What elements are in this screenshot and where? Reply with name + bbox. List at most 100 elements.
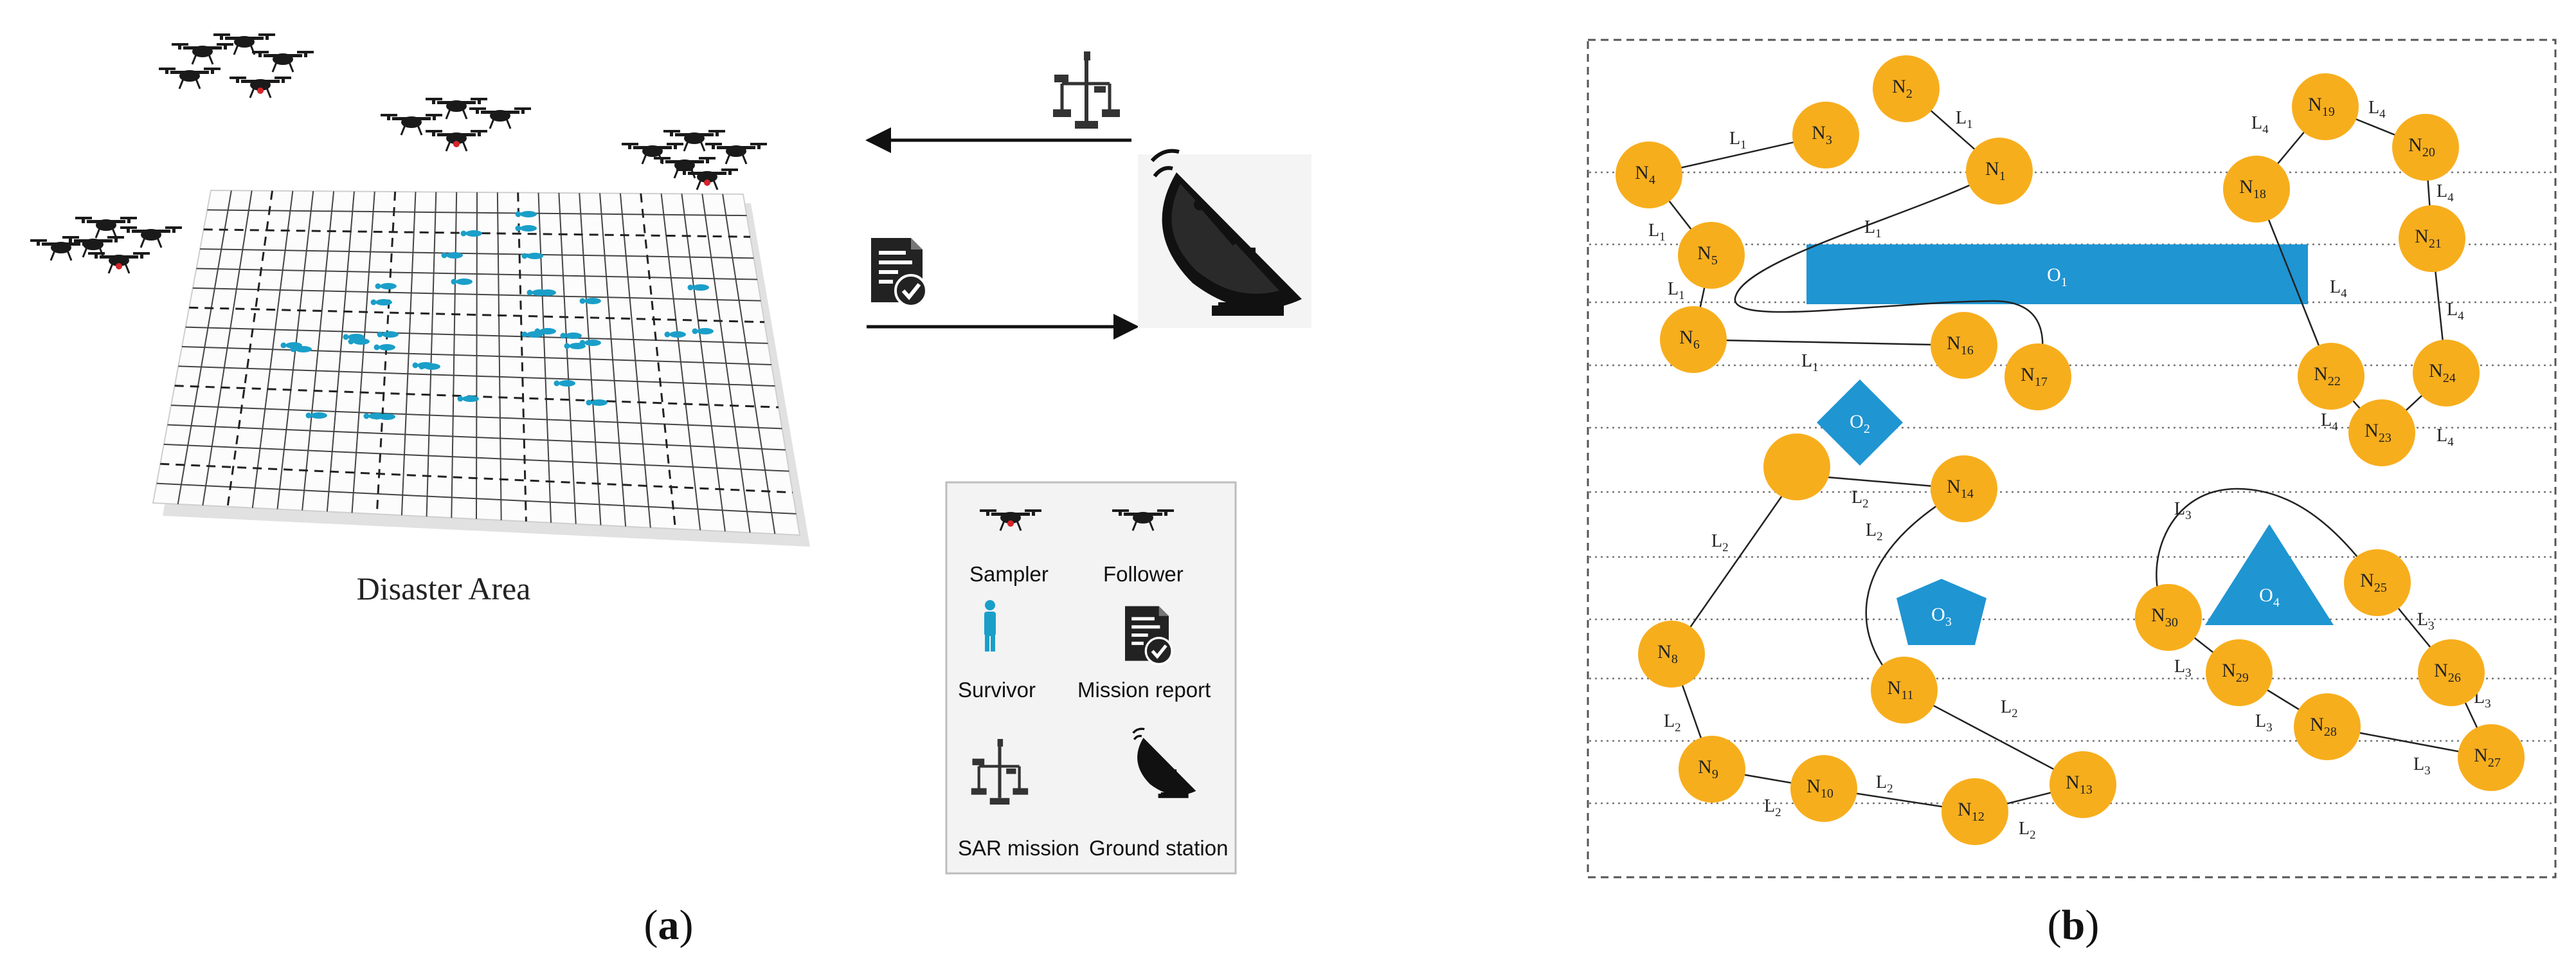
node-circle bbox=[1873, 55, 1940, 122]
node: N5 bbox=[1678, 222, 1745, 289]
drone-icon bbox=[662, 129, 726, 152]
node-circle bbox=[2135, 584, 2202, 651]
link-label: L3 bbox=[2413, 754, 2431, 778]
node-label: N29 bbox=[2222, 660, 2249, 685]
node-circle bbox=[1931, 312, 1997, 379]
node-circle bbox=[2049, 751, 2116, 818]
node-circle bbox=[2294, 693, 2361, 760]
node: N23 bbox=[2348, 399, 2415, 466]
link-label: L4 bbox=[2436, 181, 2454, 205]
survivor-icon bbox=[515, 225, 537, 232]
survivor-icon bbox=[521, 253, 543, 259]
node: N27 bbox=[2458, 724, 2525, 791]
node-circle bbox=[1616, 141, 1682, 208]
survivor-icon bbox=[984, 600, 996, 652]
drone-icon bbox=[170, 42, 235, 66]
survivor-icon bbox=[441, 252, 463, 259]
grid-line bbox=[192, 287, 761, 302]
grid-line bbox=[171, 405, 782, 430]
survivor-icon bbox=[534, 289, 556, 296]
satellite-dish-icon bbox=[1132, 727, 1196, 798]
survivor-icon bbox=[687, 284, 709, 291]
survivor-icon bbox=[664, 331, 686, 338]
survivor-icon bbox=[374, 344, 395, 351]
link-label: L1 bbox=[1668, 279, 1685, 302]
svg-text:O2: O2 bbox=[1850, 411, 1870, 436]
node-circle bbox=[2348, 399, 2415, 466]
node-label: N24 bbox=[2429, 360, 2456, 385]
node-label: N27 bbox=[2474, 745, 2501, 770]
link-label: L2 bbox=[1664, 711, 1681, 734]
survivor-icon bbox=[305, 412, 327, 419]
drone-icon bbox=[88, 252, 150, 273]
link-label: L1 bbox=[1729, 129, 1747, 152]
node-circle bbox=[1941, 778, 2008, 845]
survivor-icon bbox=[515, 211, 537, 217]
obstacle-o2: O2 bbox=[1817, 379, 1903, 466]
link-label: L3 bbox=[2255, 711, 2273, 734]
drone-icon bbox=[251, 50, 315, 73]
caption-a: (a) bbox=[644, 902, 694, 949]
node-label: N4 bbox=[1635, 162, 1655, 187]
link-label: L4 bbox=[2251, 113, 2269, 136]
survivor-icon bbox=[374, 414, 395, 420]
node-circle bbox=[1931, 455, 1997, 522]
drone-icon bbox=[468, 106, 532, 130]
node-label: N13 bbox=[2066, 772, 2093, 797]
node: N18 bbox=[2223, 156, 2290, 223]
svg-text:Ground station: Ground station bbox=[1089, 836, 1228, 860]
node: N16 bbox=[1931, 312, 1997, 379]
node-circle bbox=[2418, 639, 2485, 706]
link-label: L2 bbox=[1851, 488, 1869, 511]
node-label: N25 bbox=[2360, 570, 2387, 595]
survivor-icon bbox=[554, 380, 575, 387]
drone-icon bbox=[158, 66, 222, 90]
survivor-icon bbox=[451, 278, 473, 285]
nodes: N1N2N3N4N5N6N8N9N10N11N12N13N14N16N17N18… bbox=[1616, 55, 2525, 845]
grid-line bbox=[160, 462, 793, 494]
survivor-icon bbox=[460, 230, 482, 237]
node: N12 bbox=[1941, 778, 2008, 845]
survivor-icon bbox=[348, 338, 370, 345]
link-label: L2 bbox=[1876, 772, 1893, 796]
drone-swarm-3 bbox=[620, 129, 768, 190]
obstacle-o1: O1 bbox=[1806, 244, 2308, 304]
caption-b: (b) bbox=[2048, 902, 2100, 949]
survivor-icon bbox=[560, 333, 582, 339]
node-circle bbox=[2458, 724, 2525, 791]
node: N26 bbox=[2418, 639, 2485, 706]
survivor-icon bbox=[457, 396, 479, 402]
survivor-icon bbox=[564, 343, 586, 349]
node: N1 bbox=[1966, 138, 2033, 205]
node: N25 bbox=[2344, 549, 2411, 616]
node: N10 bbox=[1790, 755, 1857, 822]
survivor-icon bbox=[692, 328, 714, 334]
obstacle-o4: O4 bbox=[2205, 524, 2334, 625]
node-label: N23 bbox=[2364, 420, 2391, 445]
node-label: N20 bbox=[2408, 134, 2435, 159]
link-label: L3 bbox=[2174, 499, 2192, 522]
node-label: N1 bbox=[1985, 158, 2006, 183]
disaster-area-map bbox=[152, 189, 810, 547]
node: N4 bbox=[1616, 141, 1682, 208]
link-label: L2 bbox=[1711, 531, 1729, 554]
node: N24 bbox=[2413, 340, 2480, 406]
node-circle bbox=[1638, 621, 1705, 688]
node-circle bbox=[2004, 343, 2071, 410]
mission-report-icon bbox=[871, 238, 928, 307]
link-label: L3 bbox=[2174, 657, 2192, 680]
svg-text:Mission report: Mission report bbox=[1077, 678, 1211, 702]
drone-icon bbox=[676, 169, 738, 190]
survivor-icon bbox=[586, 399, 608, 406]
node: N30 bbox=[2135, 584, 2202, 651]
drone-swarm-4 bbox=[29, 215, 183, 273]
drone-swarm-2 bbox=[379, 96, 532, 151]
node-label: N12 bbox=[1958, 799, 1985, 824]
grid-line bbox=[174, 385, 779, 408]
link-label: L4 bbox=[2368, 98, 2386, 121]
svg-text:SAR mission: SAR mission bbox=[958, 836, 1079, 860]
panel-a: Disaster Area bbox=[29, 32, 1311, 949]
legend-survivor: Survivor bbox=[958, 600, 1036, 702]
survivor-icon bbox=[377, 331, 399, 338]
